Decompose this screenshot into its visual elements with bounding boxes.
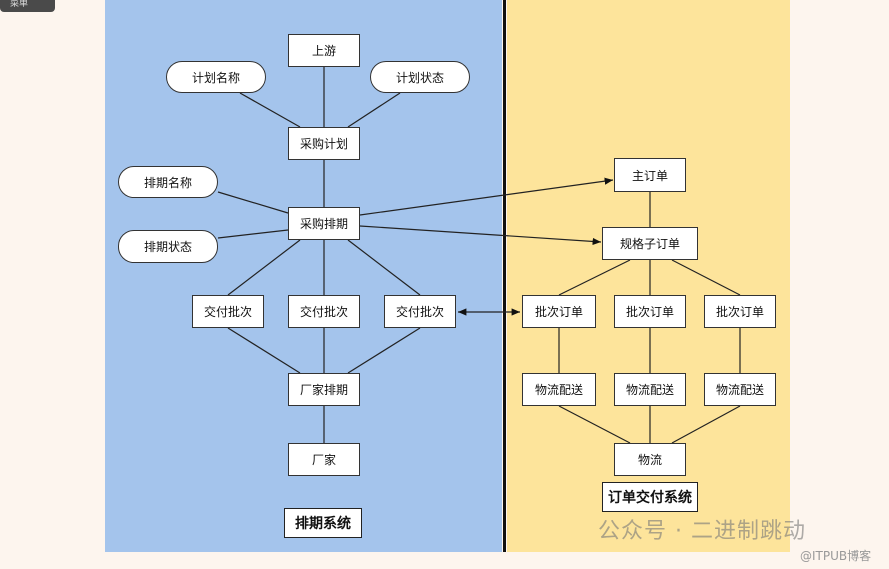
node-schedule-status: 排期状态 (118, 230, 218, 263)
node-batch-order: 批次订单 (704, 295, 776, 328)
node-upstream: 上游 (288, 34, 360, 67)
menu-tab-label: 菜单 (10, 0, 29, 9)
node-batch-order: 批次订单 (522, 295, 596, 328)
menu-tab[interactable]: 菜单 (0, 0, 55, 12)
node-logistics-delivery: 物流配送 (614, 373, 686, 406)
node-factory: 厂家 (288, 443, 360, 476)
node-main-order: 主订单 (614, 158, 686, 192)
node-delivery-batch: 交付批次 (192, 295, 264, 328)
node-delivery-batch: 交付批次 (384, 295, 456, 328)
node-logistics: 物流 (614, 443, 686, 476)
divider (503, 0, 506, 552)
node-purchase-plan: 采购计划 (288, 127, 360, 160)
order-system-title: 订单交付系统 (602, 482, 698, 512)
node-purchase-schedule: 采购排期 (288, 207, 360, 240)
node-schedule-name: 排期名称 (118, 166, 218, 198)
node-plan-status: 计划状态 (370, 61, 470, 93)
node-plan-name: 计划名称 (166, 61, 266, 93)
node-delivery-batch: 交付批次 (288, 295, 360, 328)
node-logistics-delivery: 物流配送 (704, 373, 776, 406)
node-spec-sub-order: 规格子订单 (602, 227, 698, 260)
node-logistics-delivery: 物流配送 (522, 373, 596, 406)
node-factory-schedule: 厂家排期 (288, 373, 360, 406)
watermark-source: @ITPUB博客 (800, 549, 872, 563)
watermark: 公众号 · 二进制跳动 (598, 519, 806, 544)
scheduling-system-title: 排期系统 (284, 508, 362, 538)
node-batch-order: 批次订单 (614, 295, 686, 328)
